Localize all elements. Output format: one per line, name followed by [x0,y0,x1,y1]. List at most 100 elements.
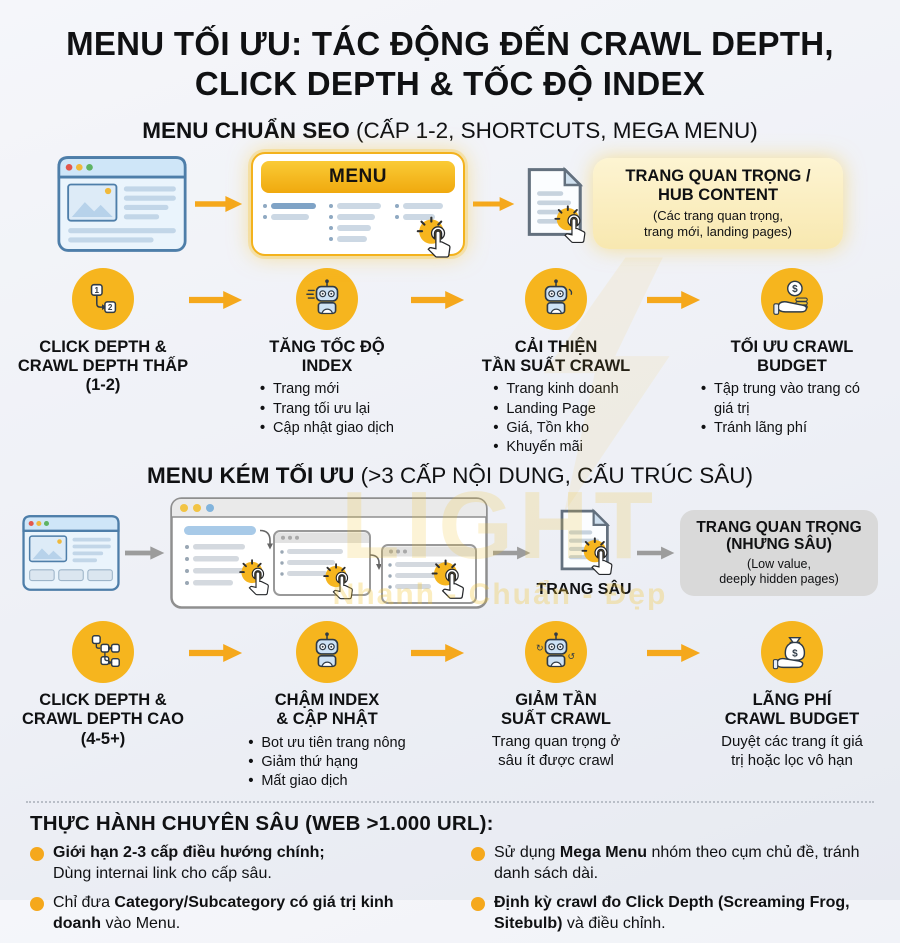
step-title: CLICK DEPTH & CRAWL DEPTH THẤP (1-2) [17,337,189,395]
menu-header: MENU [261,160,455,193]
step-crawl-frequency-up: CẢI THIỆN TẦN SUẤT CRAWL Trang kinh doan… [465,267,647,457]
step-crawl-budget-optimized: $ TỐI ƯU CRAWL BUDGET Tập trung vào tran… [701,267,883,438]
dotted-divider [26,801,874,804]
svg-text:↺: ↺ [567,652,575,662]
bullet: Cập nhật giao dịch [260,419,394,438]
step-bullets: Trang kinh doanh Landing Page Giá, Tồn k… [493,380,618,457]
practice-item: Sử dụng Mega Menu nhóm theo cụm chủ đề, … [471,843,870,884]
bullet: Khuyến mãi [493,438,618,457]
browser-window-icon [57,155,187,252]
page-title-line2: CLICK DEPTH & TỐC ĐỘ INDEX [194,65,706,103]
bullet: Landing Page [493,400,618,419]
practice-text: Sử dụng Mega Menu nhóm theo cụm chủ đề, … [494,844,860,882]
practice-text: Định kỳ crawl đo Click Depth (Screaming … [494,894,850,932]
step-fast-index: TĂNG TỐC ĐỘ INDEX Trang mới Trang tối ưu… [243,267,411,438]
arrow-right-gray-icon [493,543,531,563]
money-bag-hand-icon: $ [761,620,823,683]
deep-important-box: TRANG QUAN TRỌNG (NHƯNG SÂU) (Low value,… [680,509,878,597]
section-good-heading: MENU CHUẨN SEO (CẤP 1-2, SHORTCUTS, MEGA… [0,118,900,144]
step-bullets: Bot ưu tiên trang nông Giảm thứ hạng Mất… [248,734,405,792]
bullet-dot-icon [471,847,485,862]
step-slow-index: CHẬM INDEX & CẬP NHẬT Bot ưu tiên trang … [243,620,411,792]
section-bad-heading-bold: MENU KÉM TỐI ƯU [146,462,355,488]
bullet: Giảm thứ hạng [248,753,405,772]
arrow-right-icon [411,290,465,310]
step-title: TĂNG TỐC ĐỘ INDEX [269,337,385,375]
section-bad-heading: MENU KÉM TỐI ƯU (>3 CẤP NỘI DUNG, CẤU TR… [0,463,900,489]
robot-icon [296,620,358,683]
arrow-right-icon [411,643,465,663]
depth-4-5-icon [72,620,134,683]
bullet: Trang tối ưu lại [260,400,394,419]
step-click-depth-high: CLICK DEPTH & CRAWL DEPTH CAO (4-5+) [17,620,189,749]
section-good-heading-bold: MENU CHUẨN SEO [142,117,350,143]
robot-refresh-icon: ↻ ↺ [525,620,587,683]
bullet-dot-icon [30,897,44,912]
step-title: CẢI THIỆN TẦN SUẤT CRAWL [481,337,631,375]
click-hand-icon [578,535,622,579]
practice-text: Chỉ đưa Category/Subcategory có giá trị … [53,894,394,932]
deep-important-subtitle: (Low value, deeply hidden pages) [719,557,839,587]
bullet: Giá, Tồn kho [493,419,618,438]
hub-content-box: TRANG QUAN TRỌNG / HUB CONTENT (Các tran… [593,158,843,249]
practice-item: Định kỳ crawl đo Click Depth (Screaming … [471,893,870,934]
deep-nested-menus-card [170,497,488,609]
practices-section: THỰC HÀNH CHUYÊN SÂU (WEB >1.000 URL): G… [0,803,900,943]
step-title: GIẢM TẦN SUẤT CRAWL [501,690,611,729]
page-title: MENU TỐI ƯU: TÁC ĐỘNG ĐẾN CRAWL DEPTH, C… [0,0,900,105]
practices-title: THỰC HÀNH CHUYÊN SÂU (WEB >1.000 URL): [30,812,494,836]
bullet: Trang mới [260,380,394,399]
browser-window-icon [22,515,120,591]
important-page-doc [523,165,585,243]
robot-icon [525,267,587,330]
practices-right-column: Sử dụng Mega Menu nhóm theo cụm chủ đề, … [471,843,870,943]
bullet: Tập trung vào trang có giá trị [701,380,883,418]
practice-item: Giới hạn 2-3 cấp điều hướng chính; Dùng … [30,843,429,884]
arrow-right-gray-icon [125,543,165,563]
click-hand-icon [413,214,461,262]
good-flow-steps-row: 1 2 CLICK DEPTH & CRAWL DEPTH THẤP (1-2)… [0,267,900,457]
step-crawl-budget-waste: $ LÃNG PHÍ CRAWL BUDGET Duyệt các trang … [701,620,883,770]
menu-card: MENU [251,151,465,256]
practices-left-column: Giới hạn 2-3 cấp điều hướng chính; Dùng … [30,843,429,943]
arrow-right-icon [195,194,243,214]
svg-text:$: $ [792,648,798,659]
section-bad-heading-rest: (>3 CẤP NỘI DUNG, CẤU TRÚC SÂU) [354,462,754,488]
arrow-right-icon [189,643,243,663]
hub-content-title: TRANG QUAN TRỌNG / HUB CONTENT [625,167,811,205]
deep-page: TRANG SÂU [536,507,632,599]
arrow-right-icon [647,643,701,663]
svg-text:$: $ [792,284,798,295]
step-title: CHẬM INDEX & CẬP NHẬT [274,690,380,729]
bullet: Tránh lãng phí [701,419,883,438]
svg-text:↻: ↻ [536,643,544,653]
bullet: Mất giao dịch [248,772,405,791]
arrow-right-icon [473,194,515,214]
arrow-right-gray-icon [637,543,675,563]
arrow-right-icon [189,290,243,310]
step-bullets: Tập trung vào trang có giá trị Tránh lãn… [701,380,883,438]
click-hand-icon [551,203,595,247]
practice-text: Giới hạn 2-3 cấp điều hướng chính; Dùng … [53,844,325,882]
section-good-heading-rest: (CẤP 1-2, SHORTCUTS, MEGA MENU) [349,117,758,143]
coins-hand-icon: $ [761,267,823,330]
robot-fast-icon [296,267,358,330]
step-title: TỐI ƯU CRAWL BUDGET [730,337,854,375]
bullet-dot-icon [471,897,485,912]
step-note: Duyệt các trang ít giá trị hoặc lọc vô h… [721,732,863,769]
depth-1-2-icon: 1 2 [72,267,134,330]
bullet-dot-icon [30,847,44,862]
step-crawl-frequency-down: ↻ ↺ GIẢM TẦN SUẤT CRAWL Trang quan trọng… [465,620,647,770]
page-title-line1: MENU TỐI ƯU: TÁC ĐỘNG ĐẾN CRAWL DEPTH, [66,25,834,62]
step-title: LÃNG PHÍ CRAWL BUDGET [724,690,860,729]
step-bullets: Trang mới Trang tối ưu lại Cập nhật giao… [260,380,394,438]
bad-flow-top-row: TRANG SÂU TRANG QUAN TRỌNG (NHƯNG SÂU) (… [0,497,900,609]
step-title: CLICK DEPTH & CRAWL DEPTH CAO (4-5+) [22,690,184,748]
bad-flow-steps-row: CLICK DEPTH & CRAWL DEPTH CAO (4-5+) CHẬ… [0,620,900,792]
good-flow-top-row: MENU [0,151,900,256]
menu-columns [263,202,443,242]
deep-page-label: TRANG SÂU [536,580,632,598]
step-click-depth-low: 1 2 CLICK DEPTH & CRAWL DEPTH THẤP (1-2) [17,267,189,396]
practices-grid: Giới hạn 2-3 cấp điều hướng chính; Dùng … [30,843,870,943]
practice-item: Chỉ đưa Category/Subcategory có giá trị … [30,893,429,934]
